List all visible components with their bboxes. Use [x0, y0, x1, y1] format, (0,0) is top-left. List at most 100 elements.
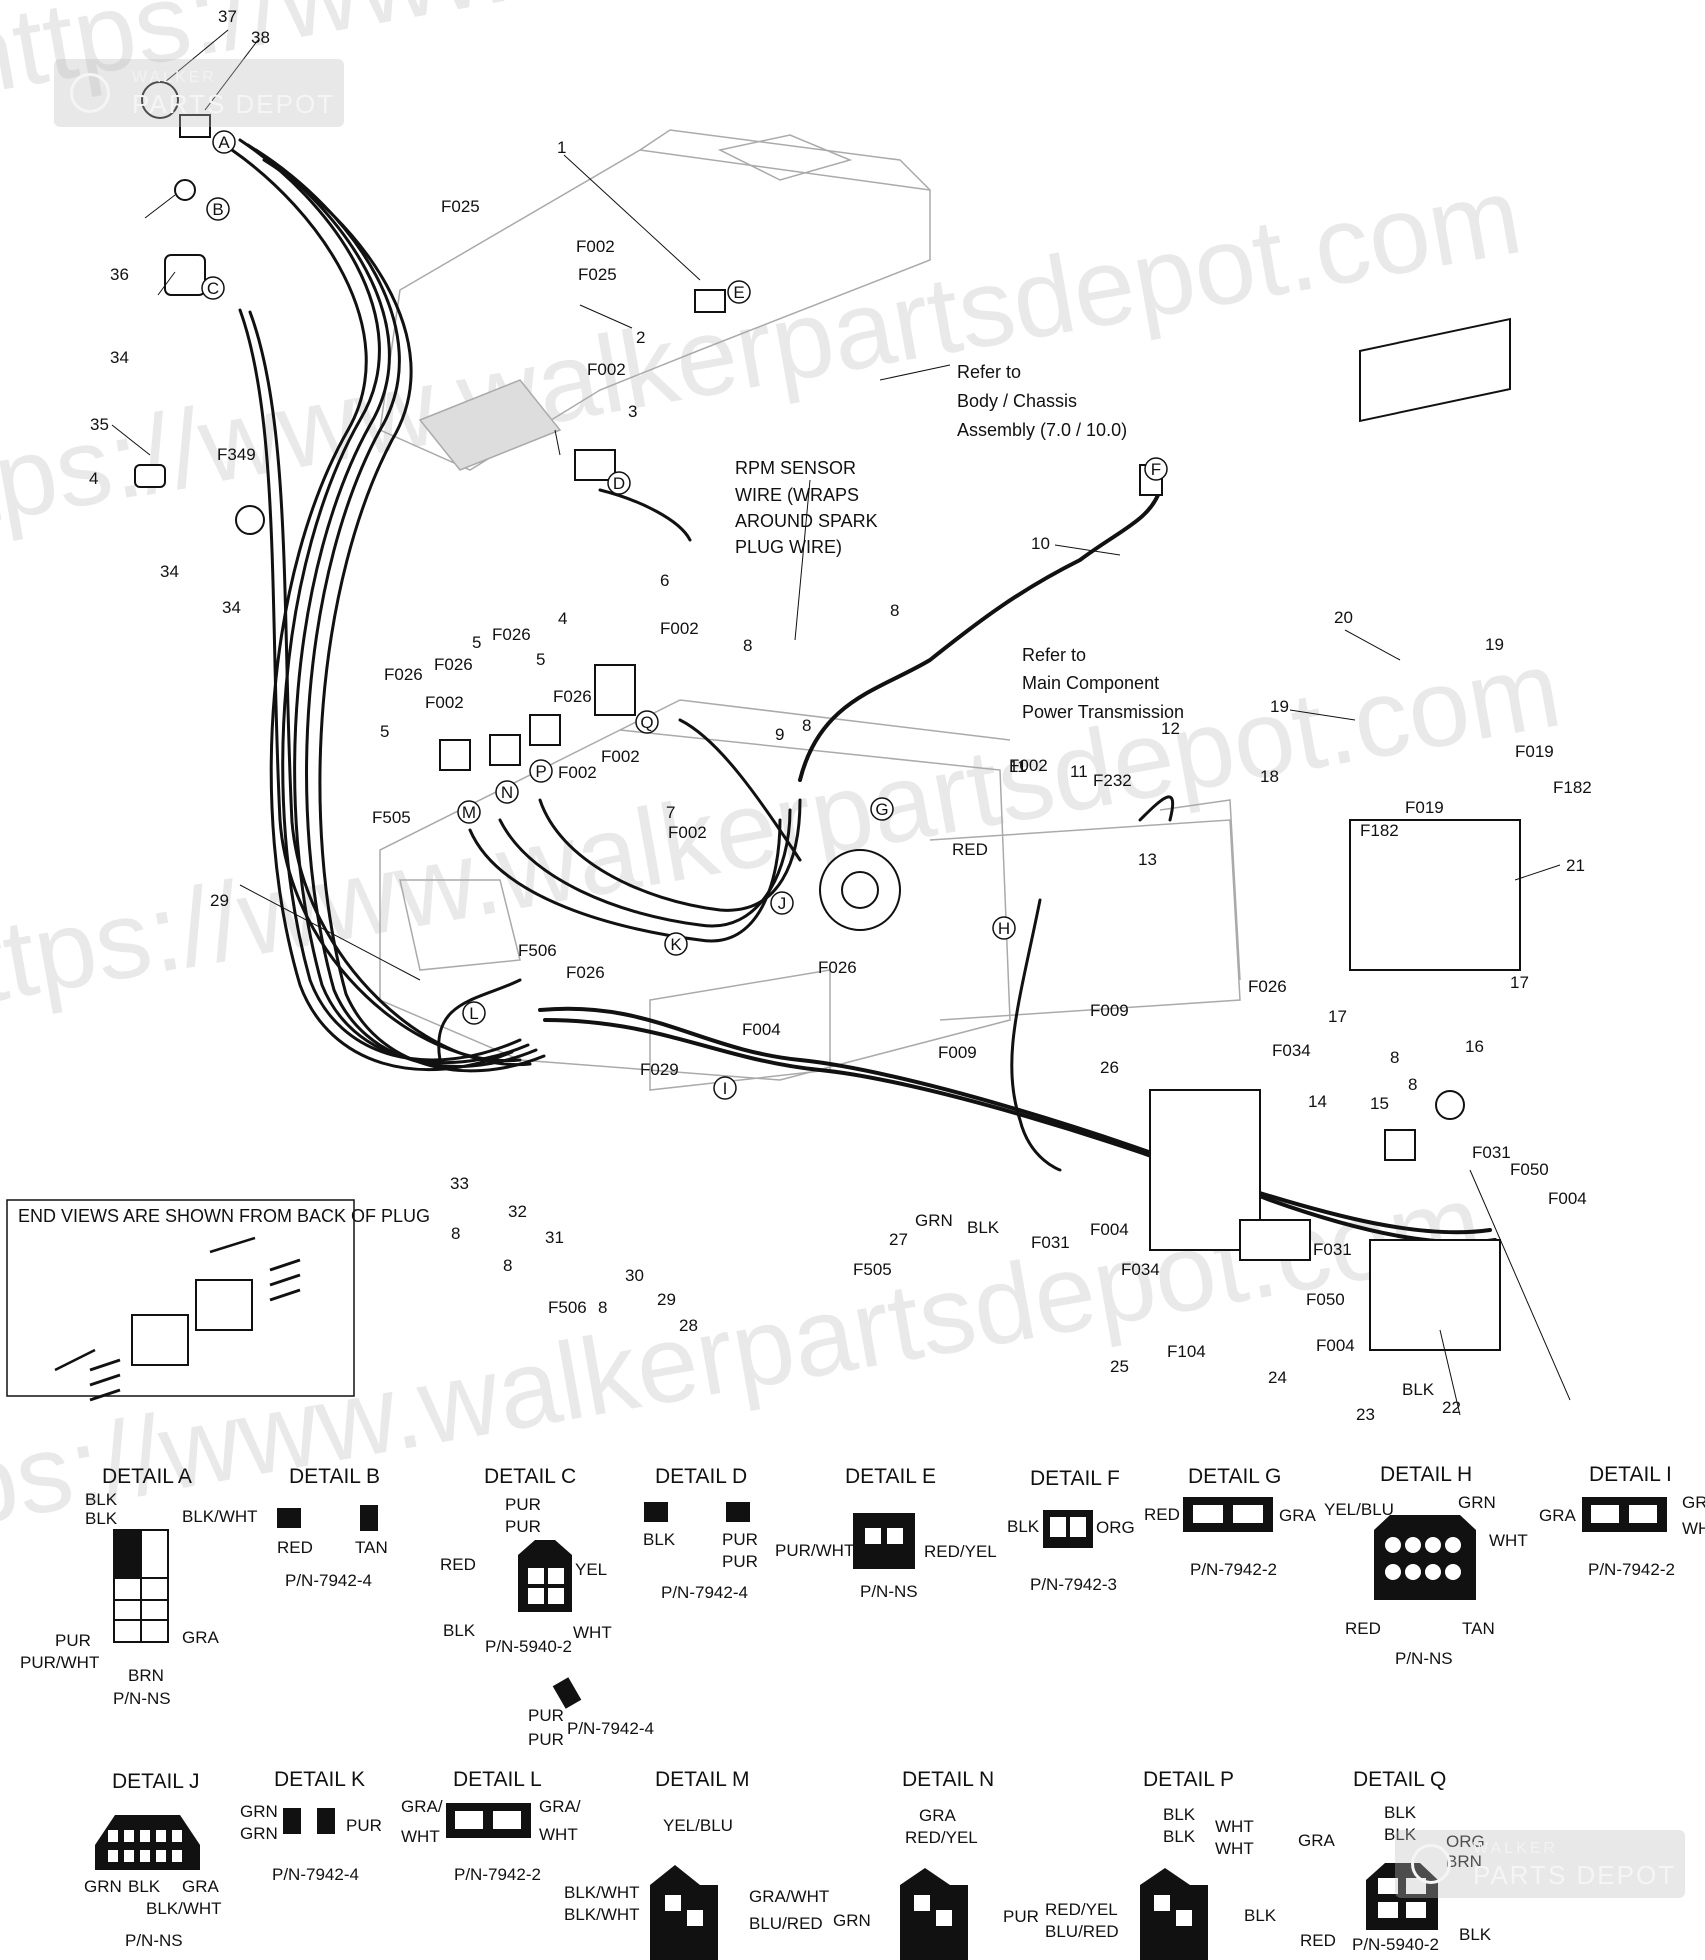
svg-text:8: 8 — [1390, 1048, 1399, 1067]
svg-text:B: B — [212, 200, 223, 219]
svg-text:A: A — [218, 133, 230, 152]
notes: Refer to Body / Chassis Assembly (7.0 / … — [735, 362, 1184, 722]
svg-text:G: G — [875, 800, 888, 819]
svg-text:GRA: GRA — [1539, 1506, 1577, 1525]
svg-text:F002: F002 — [576, 237, 615, 256]
detail-m: DETAIL M YEL/BLU BLK/WHT BLK/WHT GRA/WHT… — [564, 1768, 829, 1960]
svg-text:WHT: WHT — [539, 1825, 578, 1844]
detail-g: DETAIL G RED GRA P/N-7942-2 — [1144, 1465, 1317, 1579]
svg-text:F505: F505 — [853, 1260, 892, 1279]
svg-text:GRA: GRA — [1682, 1493, 1705, 1512]
relay-5b — [489, 734, 521, 766]
svg-text:RED: RED — [1144, 1505, 1180, 1524]
svg-text:F029: F029 — [640, 1060, 679, 1079]
svg-text:END VIEWS ARE SHOWN FROM BACK: END VIEWS ARE SHOWN FROM BACK OF PLUG — [18, 1206, 430, 1226]
svg-text:PUR: PUR — [528, 1706, 564, 1725]
connector-letters — [201, 130, 1168, 1100]
svg-text:PUR: PUR — [505, 1517, 541, 1536]
svg-text:AROUND SPARK: AROUND SPARK — [735, 511, 878, 531]
svg-text:BRN: BRN — [1446, 1852, 1482, 1871]
svg-text:RED: RED — [277, 1538, 313, 1557]
svg-text:8: 8 — [743, 636, 752, 655]
logo-brand-bottom: PARTS DEPOT — [132, 89, 336, 119]
svg-text:I: I — [723, 1079, 728, 1098]
svg-text:GRN: GRN — [915, 1211, 953, 1230]
svg-text:11: 11 — [1009, 757, 1027, 776]
svg-text:8: 8 — [890, 601, 899, 620]
svg-text:DETAIL K: DETAIL K — [274, 1768, 365, 1791]
svg-text:DETAIL I: DETAIL I — [1589, 1463, 1672, 1486]
svg-text:GRA/: GRA/ — [539, 1797, 581, 1816]
leader-lines — [111, 29, 1571, 1416]
svg-text:P/N-7942-3: P/N-7942-3 — [1030, 1575, 1117, 1594]
relay-5 — [439, 739, 471, 771]
watermark-text: https://www.walkerpartsdepot.com — [0, 627, 1569, 1038]
svg-text:F002: F002 — [660, 619, 699, 638]
svg-text:Refer to: Refer to — [957, 362, 1021, 382]
svg-text:F004: F004 — [742, 1020, 781, 1039]
svg-text:P/N-5940-2: P/N-5940-2 — [1352, 1935, 1439, 1954]
svg-text:28: 28 — [679, 1316, 698, 1335]
svg-text:F002: F002 — [425, 693, 464, 712]
svg-text:16: 16 — [1465, 1037, 1484, 1056]
svg-text:DETAIL A: DETAIL A — [102, 1465, 192, 1488]
relay-6 — [594, 664, 636, 716]
svg-text:H: H — [998, 919, 1010, 938]
svg-text:DETAIL J: DETAIL J — [112, 1770, 200, 1793]
svg-text:F026: F026 — [492, 625, 531, 644]
switch-1 — [694, 289, 726, 313]
svg-text:1: 1 — [557, 138, 566, 157]
svg-text:PUR: PUR — [722, 1552, 758, 1571]
svg-text:13: 13 — [1138, 850, 1157, 869]
detail-c: DETAIL C PUR PUR RED YEL BLK WHT P/N-594… — [440, 1465, 654, 1749]
svg-text:19: 19 — [1270, 697, 1289, 716]
svg-text:P/N-7942-4: P/N-7942-4 — [272, 1865, 359, 1884]
fuse-holder — [1435, 1090, 1465, 1120]
svg-text:BLU/RED: BLU/RED — [749, 1914, 823, 1933]
svg-text:GRA: GRA — [182, 1877, 220, 1896]
svg-text:5: 5 — [380, 722, 389, 741]
svg-text:F019: F019 — [1515, 742, 1554, 761]
svg-text:F002: F002 — [668, 823, 707, 842]
svg-text:27: 27 — [889, 1230, 908, 1249]
svg-text:34: 34 — [160, 562, 179, 581]
svg-text:WIRE (WRAPS: WIRE (WRAPS — [735, 485, 859, 505]
svg-text:YEL: YEL — [575, 1560, 607, 1579]
svg-text:P/N-7942-2: P/N-7942-2 — [1588, 1560, 1675, 1579]
svg-text:2: 2 — [636, 328, 645, 347]
svg-text:3: 3 — [628, 402, 637, 421]
bezel — [235, 505, 265, 535]
svg-text:PUR: PUR — [722, 1530, 758, 1549]
svg-text:5: 5 — [536, 650, 545, 669]
indicator-lamp — [174, 179, 196, 201]
svg-text:N: N — [501, 783, 513, 802]
svg-text:8: 8 — [451, 1224, 460, 1243]
svg-text:DETAIL C: DETAIL C — [484, 1465, 576, 1488]
svg-text:F104: F104 — [1167, 1342, 1206, 1361]
svg-text:F002: F002 — [587, 360, 626, 379]
svg-text:26: 26 — [1100, 1058, 1119, 1077]
svg-text:P/N-7942-2: P/N-7942-2 — [454, 1865, 541, 1884]
battery — [1369, 1239, 1501, 1351]
svg-text:DETAIL B: DETAIL B — [289, 1465, 380, 1488]
svg-text:E: E — [733, 283, 744, 302]
logo-brand-bottom: PARTS DEPOT — [1473, 1860, 1677, 1890]
svg-text:Assembly (7.0 / 10.0): Assembly (7.0 / 10.0) — [957, 420, 1127, 440]
svg-text:BLK: BLK — [1384, 1825, 1417, 1844]
svg-text:WHT: WHT — [401, 1827, 440, 1846]
svg-text:P/N-7942-2: P/N-7942-2 — [1190, 1560, 1277, 1579]
svg-text:BLK: BLK — [128, 1877, 161, 1896]
svg-text:P/N-5940-2: P/N-5940-2 — [485, 1637, 572, 1656]
svg-text:BLK: BLK — [1384, 1803, 1417, 1822]
svg-text:37: 37 — [218, 7, 237, 26]
svg-text:7: 7 — [666, 803, 675, 822]
svg-text:F506: F506 — [548, 1298, 587, 1317]
logo-emblem-icon — [70, 73, 110, 113]
svg-text:RED/YEL: RED/YEL — [1045, 1900, 1118, 1919]
svg-text:RED: RED — [440, 1555, 476, 1574]
end-views-box: END VIEWS ARE SHOWN FROM BACK OF PLUG — [6, 1199, 430, 1402]
svg-text:11: 11 — [1070, 762, 1088, 781]
detail-i: DETAIL I GRA GRA WH P/N-7942-2 — [1539, 1463, 1705, 1579]
svg-text:M: M — [462, 803, 476, 822]
